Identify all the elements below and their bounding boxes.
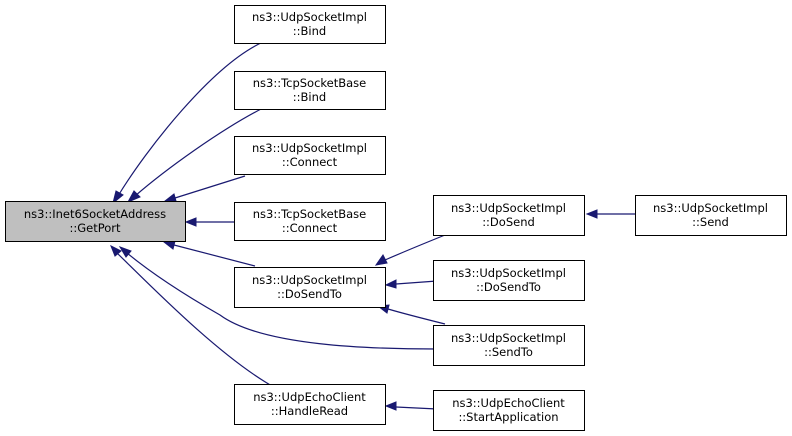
node-box — [234, 384, 386, 425]
node-tcp-connect[interactable]: ns3::TcpSocketBase::Connect — [234, 202, 386, 241]
edge-echo-start-to-handleread — [384, 401, 438, 411]
node-label-line2: ::DoSendTo — [476, 280, 541, 294]
node-udp-send-to[interactable]: ns3::UdpSocketImpl::SendTo — [433, 325, 585, 366]
node-label-line1: ns3::UdpSocketImpl — [252, 141, 367, 155]
node-label-line1: ns3::UdpSocketImpl — [252, 10, 367, 24]
node-label-line1: ns3::UdpSocketImpl — [653, 201, 768, 215]
node-box — [635, 195, 787, 236]
node-label-line2: ::StartApplication — [458, 410, 558, 424]
edge-tcp-connect-to-getport — [184, 217, 234, 227]
edge-udp-sendto-to-dosendto — [376, 304, 446, 325]
node-root[interactable]: ns3::Inet6SocketAddress::GetPort — [5, 201, 186, 242]
edge-udp-dosendto2-to-dosendto — [384, 279, 438, 289]
node-box — [234, 202, 386, 241]
node-box — [234, 267, 386, 308]
node-box — [433, 325, 585, 366]
node-label-line2: ::Bind — [293, 24, 326, 38]
node-label-line2: ::DoSend — [482, 215, 535, 229]
edge-tcp-bind-to-getport — [126, 107, 264, 204]
node-label-line1: ns3::Inet6SocketAddress — [24, 207, 166, 221]
node-label-line2: ::SendTo — [484, 345, 533, 359]
node-udp-send[interactable]: ns3::UdpSocketImpl::Send — [635, 195, 787, 236]
node-label-line1: ns3::UdpSocketImpl — [451, 266, 566, 280]
node-box — [433, 195, 585, 236]
edge-udp-bind-to-getport — [112, 41, 264, 205]
node-box — [234, 136, 386, 175]
edge-udp-send-to-dosend — [585, 209, 636, 219]
node-box — [234, 71, 386, 110]
node-tcp-bind[interactable]: ns3::TcpSocketBase::Bind — [234, 71, 386, 110]
node-echo-start[interactable]: ns3::UdpEchoClient::StartApplication — [433, 390, 585, 431]
nodes: ns3::Inet6SocketAddress::GetPortns3::Udp… — [5, 5, 787, 431]
node-label-line2: ::DoSendTo — [277, 287, 342, 301]
node-label-line1: ns3::UdpSocketImpl — [451, 201, 566, 215]
node-echo-handle-read[interactable]: ns3::UdpEchoClient::HandleRead — [234, 384, 386, 425]
node-udp-do-send-to[interactable]: ns3::UdpSocketImpl::DoSendTo — [234, 267, 386, 308]
edge-udp-dosend-to-dosendto — [374, 230, 456, 266]
node-label-line1: ns3::TcpSocketBase — [253, 207, 367, 221]
edge-udp-connect-to-getport — [163, 175, 246, 202]
node-udp-connect[interactable]: ns3::UdpSocketImpl::Connect — [234, 136, 386, 175]
node-box — [433, 260, 585, 301]
node-udp-bind[interactable]: ns3::UdpSocketImpl::Bind — [234, 5, 386, 44]
node-udp-do-send[interactable]: ns3::UdpSocketImpl::DoSend — [433, 195, 585, 236]
node-udp-do-send-to-2[interactable]: ns3::UdpSocketImpl::DoSendTo — [433, 260, 585, 301]
node-label-line2: ::GetPort — [69, 221, 121, 235]
node-label-line2: ::HandleRead — [271, 404, 348, 418]
edge-udp-dosendto-to-getport — [162, 240, 256, 267]
node-label-line1: ns3::UdpEchoClient — [452, 396, 565, 410]
edge-echo-handleread-to-getport — [110, 244, 273, 387]
node-label-line1: ns3::UdpSocketImpl — [252, 273, 367, 287]
node-label-line1: ns3::TcpSocketBase — [253, 76, 367, 90]
node-label-line2: ::Bind — [293, 90, 326, 104]
node-label-line2: ::Connect — [282, 155, 338, 169]
node-label-line1: ns3::UdpEchoClient — [253, 390, 366, 404]
edge-udp-sendto-to-getport — [118, 246, 438, 350]
edges — [110, 41, 636, 411]
node-box — [433, 390, 585, 431]
node-box — [234, 5, 386, 44]
node-label-line1: ns3::UdpSocketImpl — [451, 331, 566, 345]
node-label-line2: ::Connect — [282, 221, 338, 235]
node-label-line2: ::Send — [692, 215, 729, 229]
node-box — [5, 201, 186, 242]
